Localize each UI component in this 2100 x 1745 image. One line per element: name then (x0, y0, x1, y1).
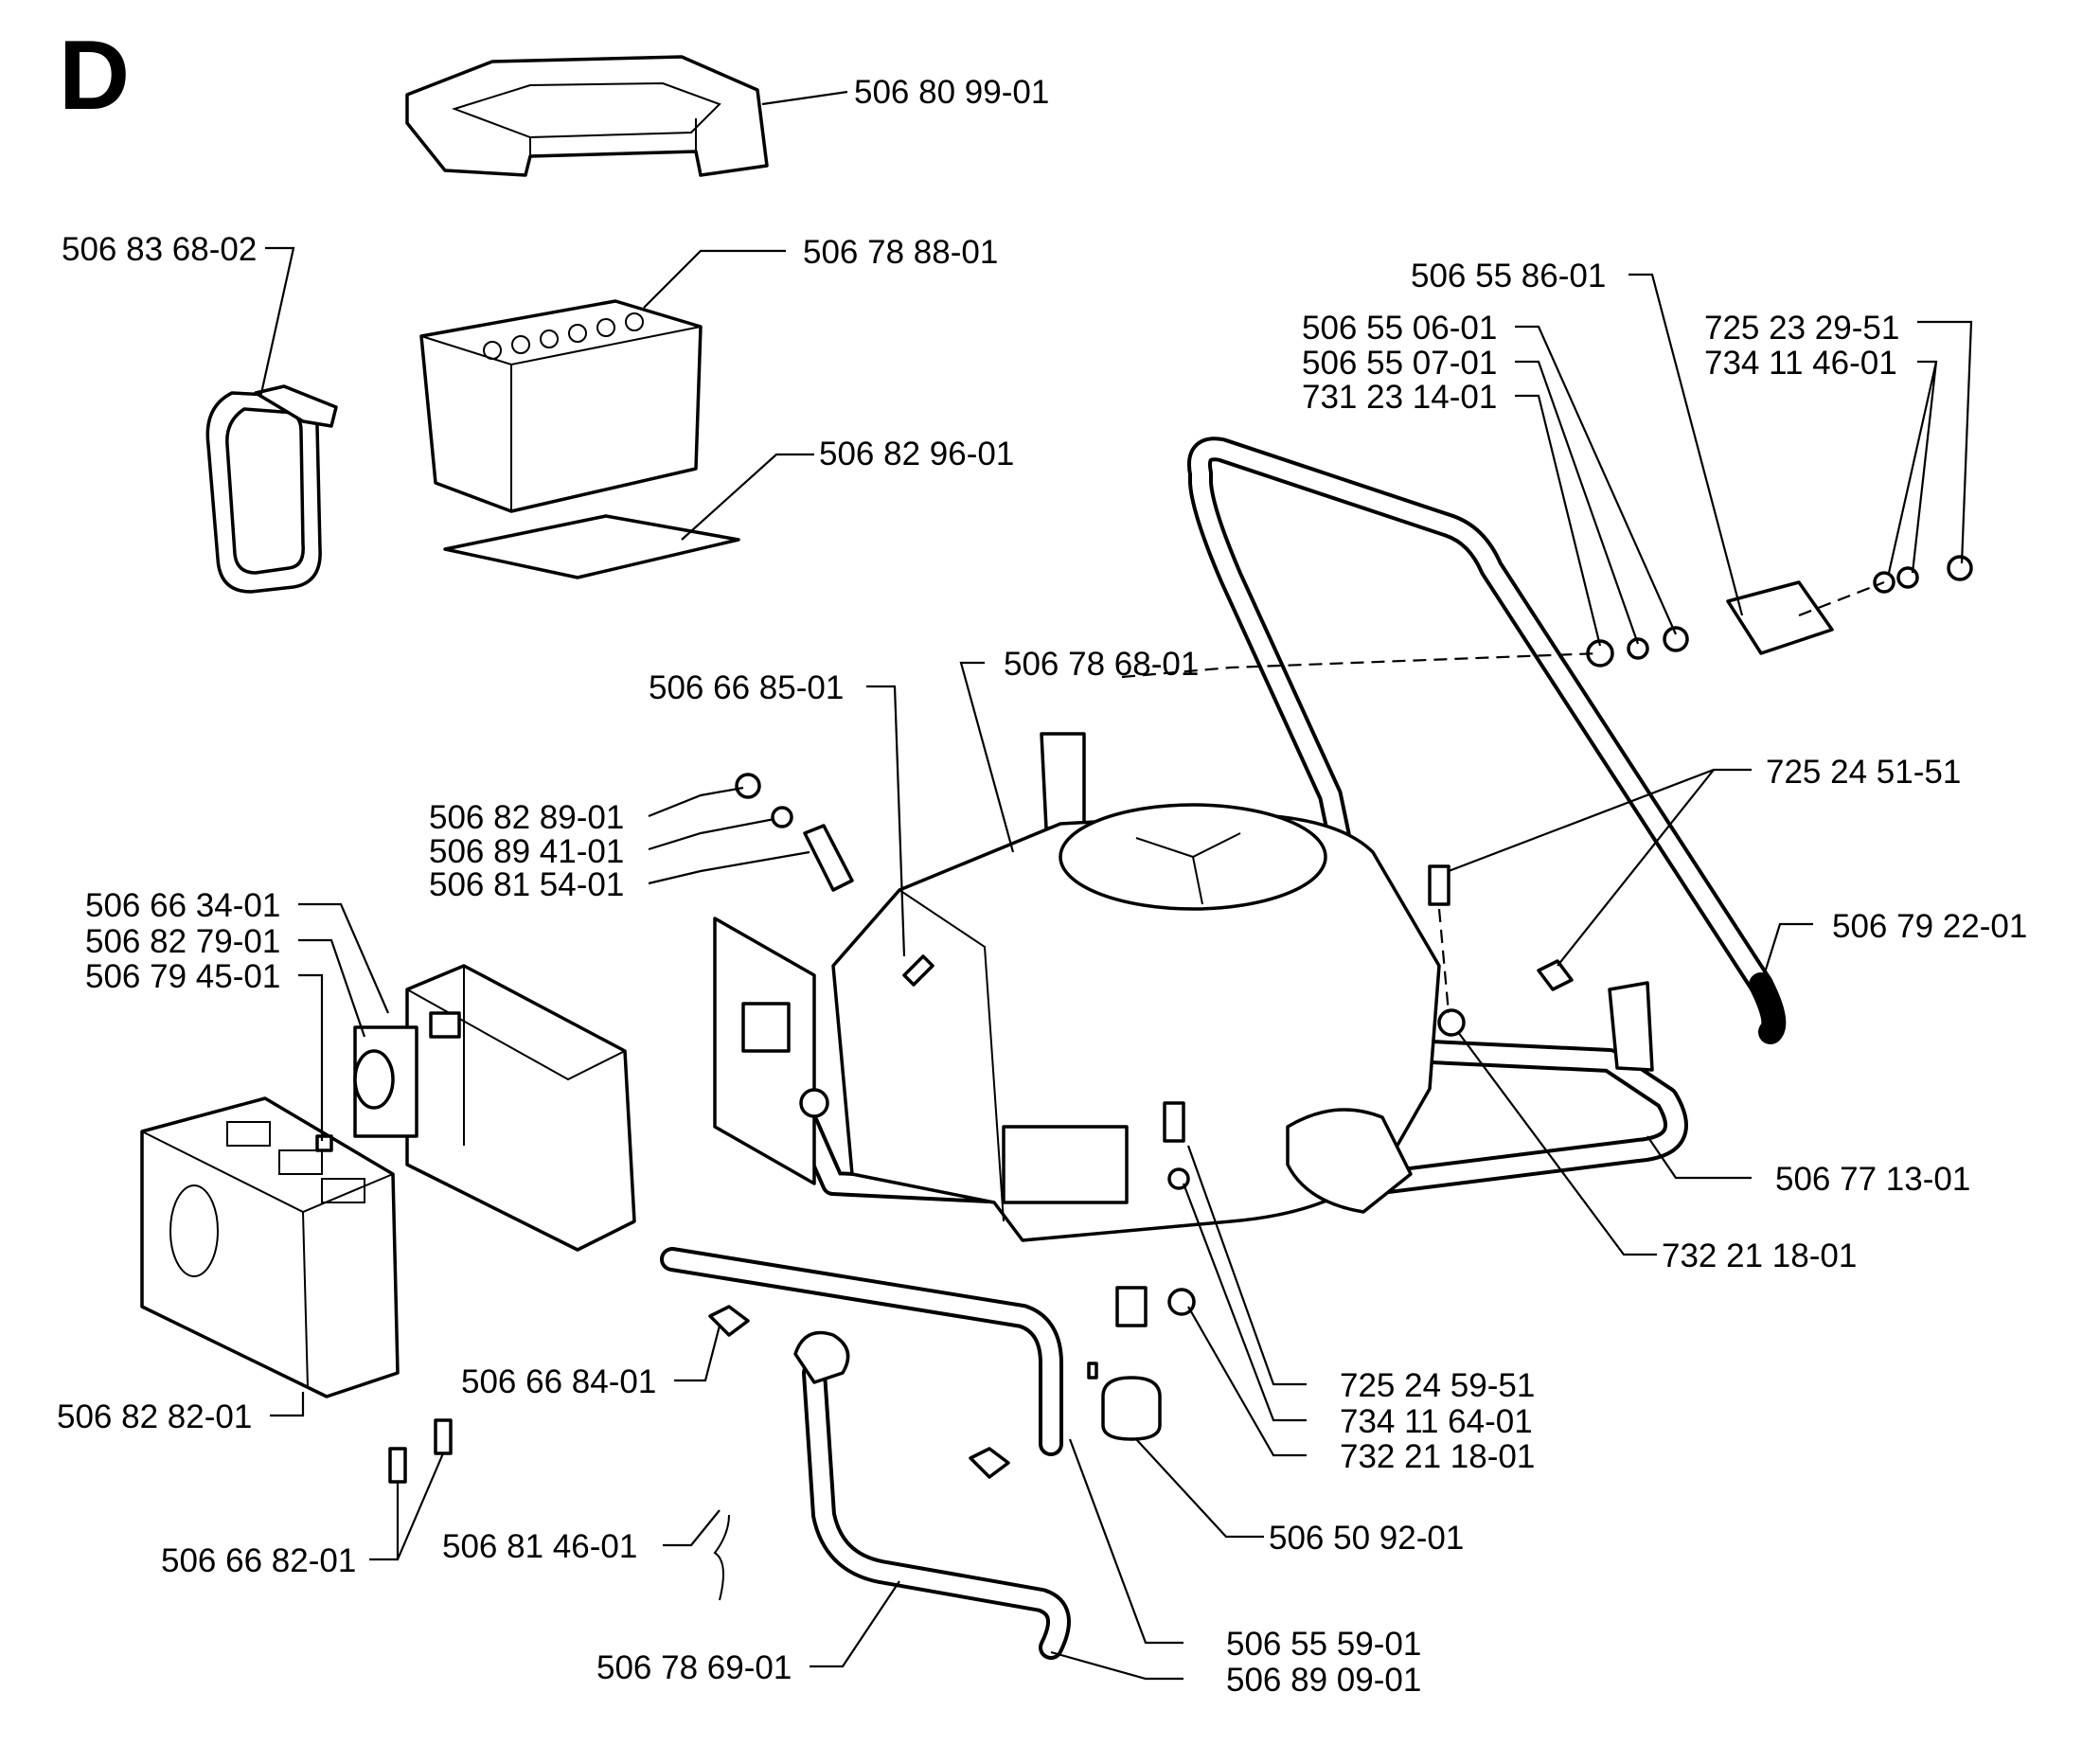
battery-strap-part (205, 384, 338, 594)
muffler-guard-part (140, 1096, 400, 1398)
label-725-23-29-51: 725 23 29-51 (1704, 310, 1899, 347)
label-734-11-64-01: 734 11 64-01 (1340, 1403, 1533, 1440)
fasteners (315, 555, 1973, 1484)
gasket-part (353, 1025, 418, 1138)
label-506-78-68-01: 506 78 68-01 (1004, 646, 1199, 683)
label-506-83-68-02: 506 83 68-02 (62, 231, 257, 268)
label-506-66-84-01: 506 66 84-01 (461, 1363, 656, 1400)
label-506-80-99-01: 506 80 99-01 (854, 74, 1049, 111)
muffler-part (405, 964, 636, 1252)
label-506-55-86-01: 506 55 86-01 (1411, 258, 1606, 294)
label-732-21-18-01-lower: 732 21 18-01 (1340, 1438, 1535, 1475)
engine-part (831, 803, 1441, 1242)
label-506-55-06-01: 506 55 06-01 (1302, 310, 1497, 347)
label-506-82-79-01: 506 82 79-01 (85, 923, 280, 960)
label-506-82-96-01: 506 82 96-01 (819, 436, 1014, 472)
part-labels: 506 80 99-01 506 83 68-02 506 78 88-01 5… (57, 74, 2027, 1699)
battery-pad-part (443, 514, 740, 579)
label-506-81-54-01: 506 81 54-01 (429, 866, 624, 903)
label-506-66-34-01: 506 66 34-01 (85, 887, 280, 924)
label-506-89-41-01: 506 89 41-01 (429, 833, 624, 870)
label-506-77-13-01: 506 77 13-01 (1775, 1161, 1970, 1198)
label-506-78-69-01: 506 78 69-01 (596, 1649, 792, 1686)
handle-bar-part (1187, 436, 1787, 1044)
frame-part (717, 732, 1688, 1215)
battery-part (419, 299, 703, 513)
label-732-21-18-01-upper: 732 21 18-01 (1662, 1238, 1857, 1274)
label-506-50-92-01: 506 50 92-01 (1269, 1520, 1464, 1557)
label-731-23-14-01: 731 23 14-01 (1302, 379, 1497, 416)
label-506-79-45-01: 506 79 45-01 (85, 958, 280, 995)
label-725-24-59-51: 725 24 59-51 (1340, 1367, 1535, 1404)
section-letter: D (59, 21, 130, 131)
muffler-bracket-part (713, 917, 829, 1185)
label-506-89-09-01: 506 89 09-01 (1226, 1662, 1421, 1699)
label-506-81-46-01: 506 81 46-01 (442, 1528, 637, 1565)
leader-lines (258, 90, 1973, 1681)
label-725-24-51-51: 725 24 51-51 (1766, 754, 1961, 791)
label-506-66-85-01: 506 66 85-01 (649, 669, 844, 706)
label-506-55-07-01: 506 55 07-01 (1302, 345, 1497, 382)
label-506-82-82-01: 506 82 82-01 (57, 1398, 252, 1435)
label-506-55-59-01: 506 55 59-01 (1226, 1626, 1421, 1663)
battery-cover-part (405, 55, 769, 177)
fuel-pipes-part (660, 1247, 1071, 1660)
label-506-79-22-01: 506 79 22-01 (1832, 908, 2027, 945)
label-734-11-46-01: 734 11 46-01 (1704, 345, 1897, 382)
label-506-66-82-01: 506 66 82-01 (161, 1542, 356, 1579)
label-506-82-89-01: 506 82 89-01 (429, 799, 624, 836)
label-506-78-88-01: 506 78 88-01 (803, 234, 998, 271)
